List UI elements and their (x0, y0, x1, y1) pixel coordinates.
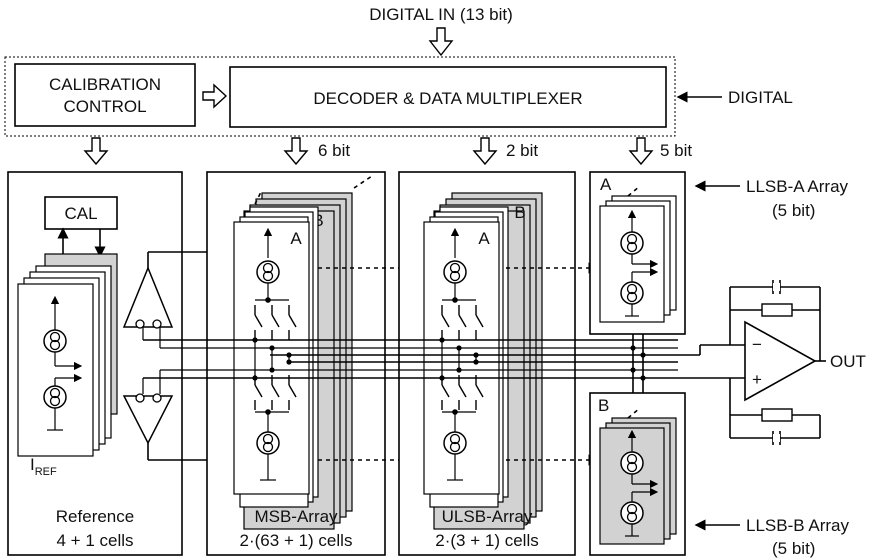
digital-side-label: DIGITAL (728, 88, 793, 107)
llsb-b-label-2: (5 bit) (772, 539, 815, 558)
llsb-down-arrow (628, 137, 654, 166)
msb-current-source-icon-2 (256, 431, 280, 455)
msb-label-1: MSB-Array (254, 507, 338, 526)
opamp-plus: + (752, 370, 762, 389)
msb-tag-a: A (290, 229, 302, 248)
llsb-b-label-1: LLSB-B Array (746, 516, 849, 535)
lower-buffer-node-1 (135, 393, 145, 403)
cal-box (44, 196, 118, 230)
llsb-a-tag: A (600, 175, 612, 194)
iref-label: IREF (30, 455, 57, 478)
ulsb-tag-b: B (514, 203, 525, 222)
ref-current-source-icon-2 (43, 385, 67, 409)
llsb-b-ellipsis (627, 407, 641, 419)
llsb-a-current-source-icon (620, 231, 644, 255)
llsb-b-current-source-icon (620, 451, 644, 475)
ulsb-current-source-icon (443, 260, 467, 284)
llsb-bus-label: 5 bit (660, 141, 692, 160)
digital-region (4, 56, 676, 137)
cal-down-arrow (83, 137, 109, 166)
llsb-a-label-1: LLSB-A Array (746, 177, 849, 196)
reference-label-1: Reference (56, 507, 134, 526)
ref-current-source-icon (43, 329, 67, 353)
digital-in-label: DIGITAL IN (13 bit) (369, 5, 513, 24)
llsb-b-tag: B (598, 396, 609, 415)
llsb-a-label-2: (5 bit) (772, 201, 815, 220)
ulsb-down-arrow (472, 137, 498, 166)
msb-down-arrow (283, 137, 309, 166)
opamp-minus: − (752, 335, 762, 354)
msb-bus-label: 6 bit (318, 141, 350, 160)
calibration-control-label-1: CALIBRATION (49, 75, 161, 94)
msb-label-2: 2·(63 + 1) cells (240, 531, 353, 550)
out-label: OUT (830, 352, 866, 371)
output-amplifier (678, 280, 826, 445)
lower-buffer-node-2 (152, 393, 162, 403)
llsb-a-current-source-icon-2 (620, 281, 644, 305)
msb-b-ellipsis (353, 175, 373, 189)
llsb-b-current-source-icon-2 (620, 501, 644, 525)
calibration-control-label-2: CONTROL (63, 97, 146, 116)
decoder-label: DECODER & DATA MULTIPLEXER (313, 89, 582, 108)
ulsb-current-source-icon-2 (443, 431, 467, 455)
output-bus (142, 327, 678, 394)
llsb-a-ellipsis (627, 185, 641, 197)
cal-label: CAL (64, 204, 97, 223)
ulsb-bus-label: 2 bit (506, 141, 538, 160)
upper-buffer-node-2 (152, 319, 162, 329)
ulsb-label-1: ULSB-Array (442, 507, 533, 526)
ulsb-tag-a: A (478, 229, 490, 248)
msb-a-ellipsis (254, 189, 263, 205)
lower-buffer-icon (122, 395, 174, 445)
calibration-control-box (14, 63, 196, 127)
upper-buffer-icon (122, 266, 174, 328)
digital-in-arrow (428, 27, 454, 57)
upper-buffer-node-1 (135, 319, 145, 329)
msb-current-source-icon (256, 260, 280, 284)
ulsb-label-2: 2·(3 + 1) cells (435, 531, 538, 550)
decoder-box (229, 66, 667, 128)
cal-to-decoder-arrow (202, 83, 228, 109)
reference-label-2: 4 + 1 cells (56, 531, 133, 550)
